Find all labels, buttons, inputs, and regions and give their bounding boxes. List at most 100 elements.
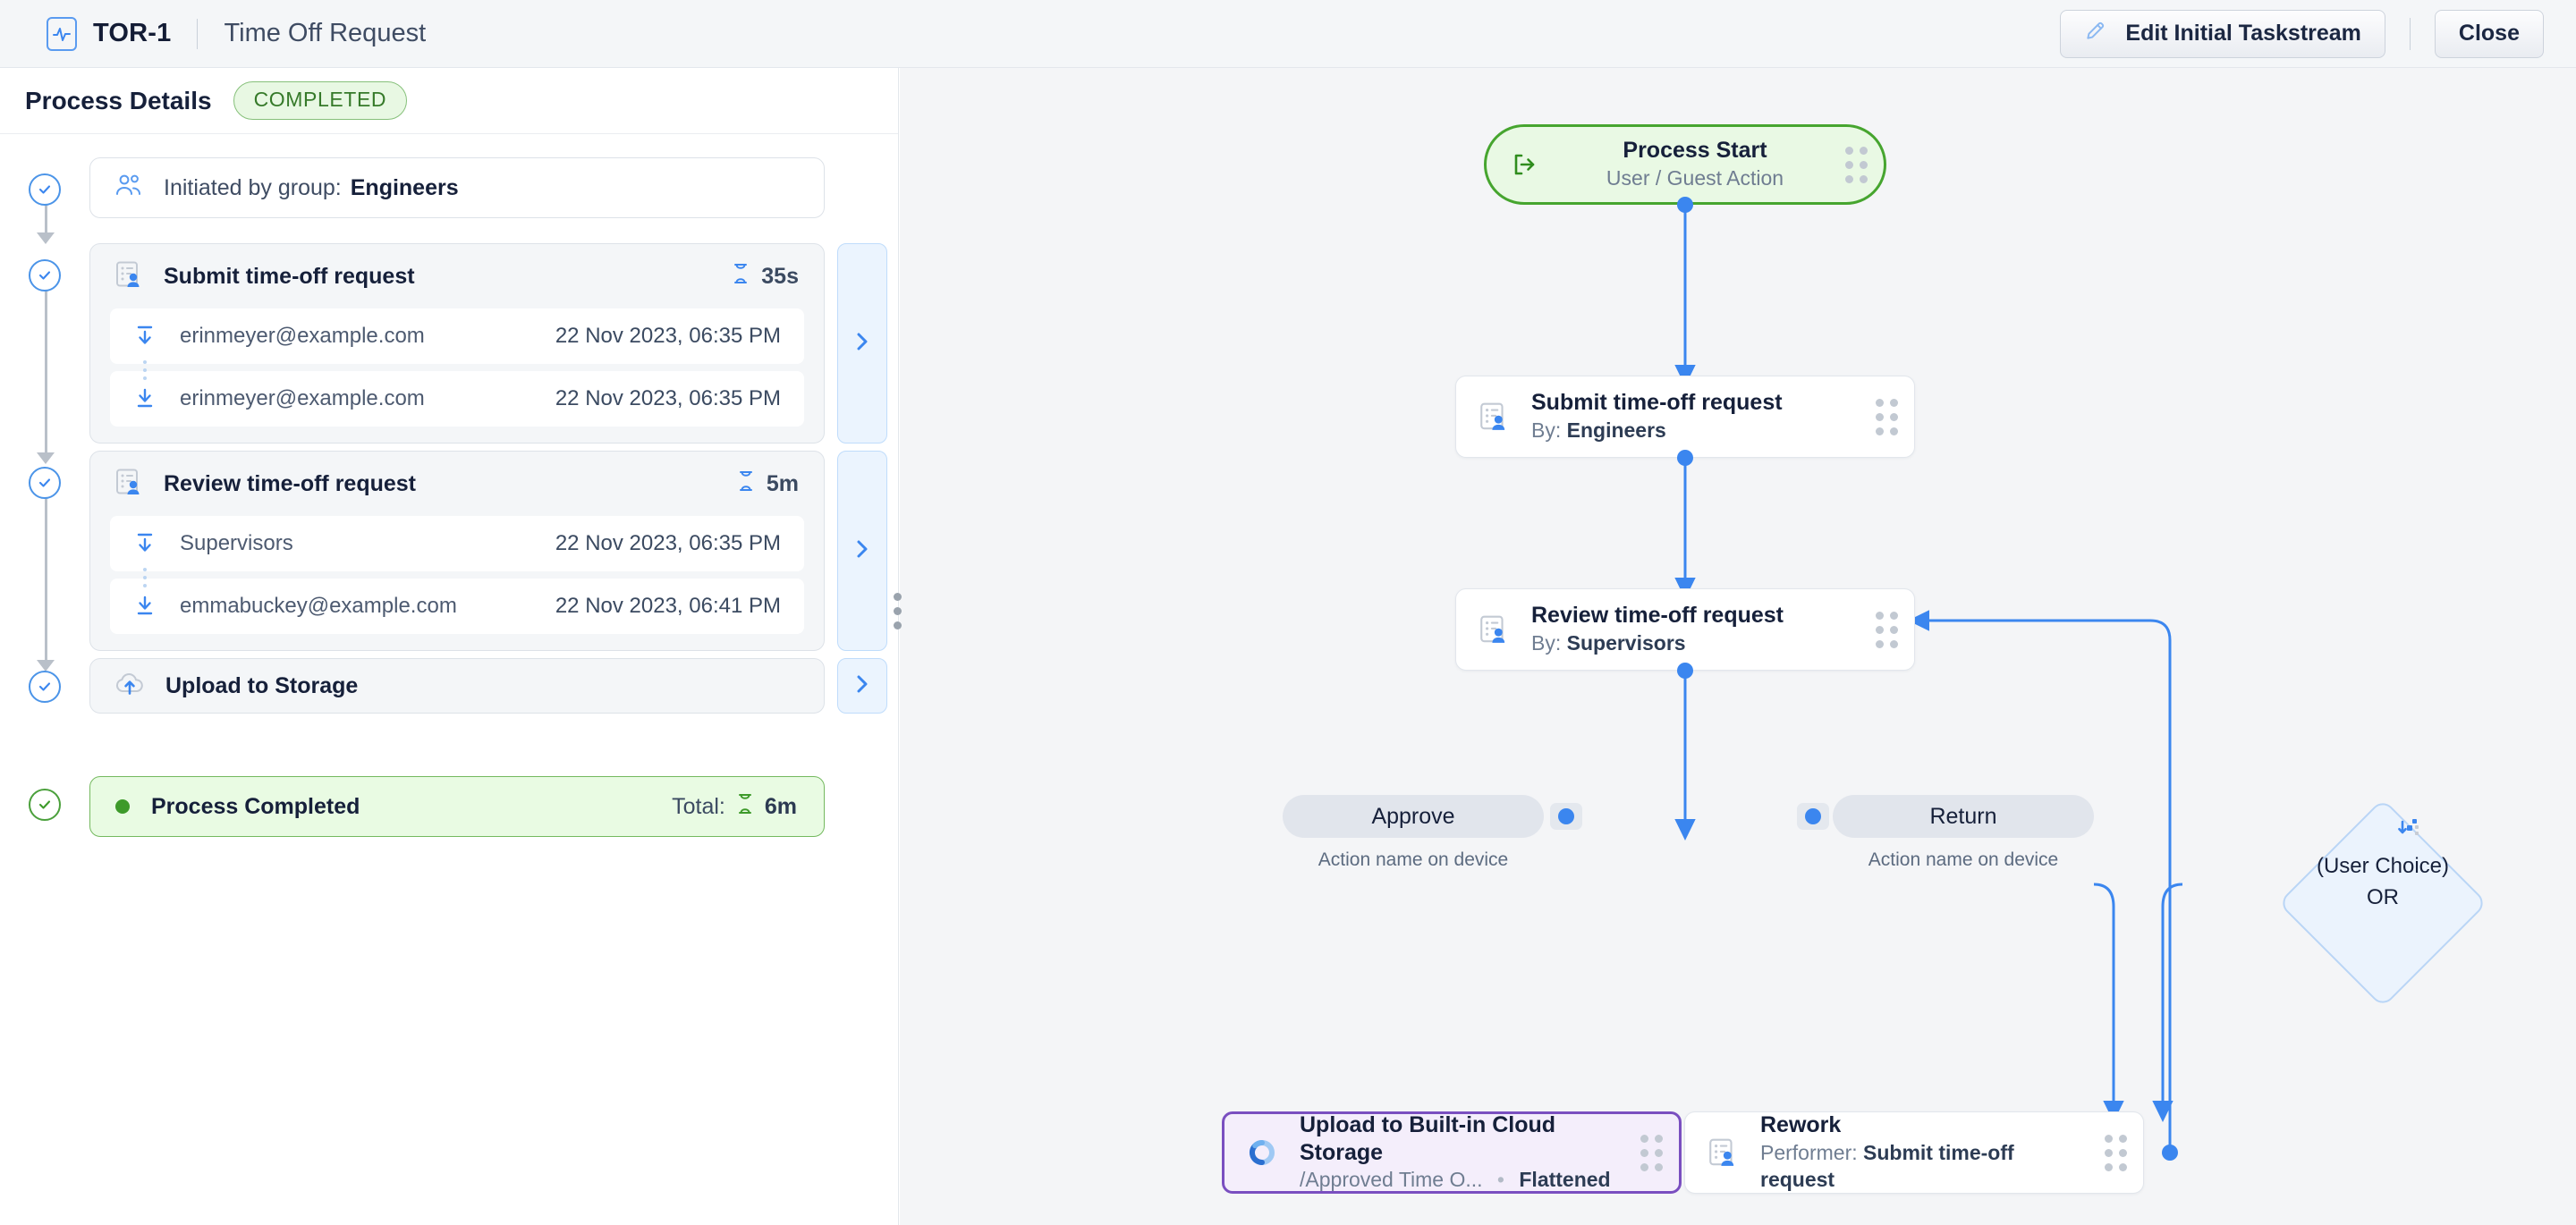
process-total-duration: Total: 6m <box>672 793 797 821</box>
process-id: TOR-1 <box>93 19 172 47</box>
branch-pill-return[interactable]: Return <box>1833 795 2094 838</box>
step-status-check-icon <box>29 259 61 291</box>
flow-node-upload-to-cloud-storage[interactable]: Upload to Built-in Cloud Storage /Approv… <box>1222 1111 1682 1194</box>
process-complete-check-icon <box>29 789 61 821</box>
initiator-group-name: Engineers <box>350 174 459 200</box>
flow-node-subtitle: By: Supervisors <box>1531 630 1859 657</box>
flow-node-title: Review time-off request <box>1531 603 1784 629</box>
assigned-in-icon <box>110 325 180 348</box>
flow-node-process-start[interactable]: Process Start User / Guest Action <box>1484 124 1886 205</box>
timeline-connector <box>45 483 47 662</box>
chevron-right-icon <box>854 672 870 701</box>
decision-line-2: OR <box>2367 884 2399 909</box>
decision-line-1: (User Choice) <box>2316 854 2450 878</box>
flow-node-subtitle: By: Engineers <box>1531 418 1859 444</box>
step-card-review[interactable]: Review time-off request 5m <box>89 451 825 651</box>
cloud-storage-ring-icon <box>1224 1135 1300 1170</box>
edge-port-review-bottom[interactable] <box>1677 663 1693 679</box>
branch-caption-return: Action name on device <box>1868 849 2059 870</box>
edit-button-label: Edit Initial Taskstream <box>2125 21 2361 46</box>
initiator-card: Initiated by group: Engineers <box>89 157 825 218</box>
subrow-actor: erinmeyer@example.com <box>180 386 425 410</box>
flow-node-sub-prefix: By: <box>1531 630 1562 655</box>
subrow-actor: Supervisors <box>180 531 293 555</box>
step-status-check-icon <box>29 467 61 499</box>
branch-port-approve[interactable] <box>1550 803 1582 830</box>
flow-node-subtitle: Performer: Submit time-off request <box>1760 1140 2088 1194</box>
step-subrow: emmabuckey@example.com 22 Nov 2023, 06:4… <box>110 579 804 634</box>
step-expand-button-upload[interactable] <box>837 658 887 714</box>
process-completed-inner: Process Completed Total: 6m <box>90 777 824 836</box>
step-expand-button-review[interactable] <box>837 451 887 651</box>
hourglass-icon <box>737 470 755 498</box>
drag-grip-icon[interactable] <box>1623 1134 1679 1171</box>
pencil-icon <box>2084 19 2107 48</box>
subrow-timestamp: 22 Nov 2023, 06:35 PM <box>555 386 781 410</box>
step-card-upload-to-storage[interactable]: Upload to Storage <box>89 658 825 714</box>
step-title: Review time-off request <box>164 470 417 496</box>
timeline-arrow <box>37 232 55 244</box>
edit-initial-taskstream-button[interactable]: Edit Initial Taskstream <box>2060 9 2385 58</box>
flow-node-rework[interactable]: Rework Performer: Submit time-off reques… <box>1684 1111 2144 1194</box>
process-flow-canvas[interactable]: Process Start User / Guest Action Submit… <box>900 68 2576 1225</box>
flow-node-subtitle: User / Guest Action <box>1606 165 1784 190</box>
hourglass-icon <box>732 263 750 291</box>
step-card-submit[interactable]: Submit time-off request 35s <box>89 243 825 444</box>
chevron-right-icon <box>854 329 870 359</box>
initiator-card-head: Initiated by group: Engineers <box>90 158 824 217</box>
branch-pill-label: Approve <box>1371 803 1455 829</box>
pane-splitter-handle[interactable] <box>877 590 918 631</box>
subrow-timestamp: 22 Nov 2023, 06:35 PM <box>555 324 781 348</box>
timeline-arrow <box>37 660 55 672</box>
activity-monitor-icon <box>47 16 77 51</box>
process-details-header: Process Details COMPLETED <box>0 68 898 134</box>
close-button-label: Close <box>2458 21 2520 46</box>
drag-handle-icon <box>893 621 902 629</box>
step-subrow: erinmeyer@example.com 22 Nov 2023, 06:35… <box>110 371 804 427</box>
branch-port-return[interactable] <box>1797 803 1829 830</box>
total-label: Total: <box>672 793 725 819</box>
branch-icon <box>2394 815 2425 850</box>
flow-node-review-time-off-request[interactable]: Review time-off request By: Supervisors <box>1455 588 1915 671</box>
timeline-row-upload: Upload to Storage <box>0 658 898 717</box>
step-card-head: Review time-off request 5m <box>90 452 824 516</box>
branch-pill-approve[interactable]: Approve <box>1283 795 1544 838</box>
step-duration-value: 35s <box>761 263 799 289</box>
step-duration: 35s <box>732 263 799 291</box>
step-status-check-icon <box>29 671 61 703</box>
process-timeline: Initiated by group: Engineers <box>0 134 898 848</box>
process-details-panel: Process Details COMPLETED <box>0 68 899 1225</box>
drag-grip-icon[interactable] <box>1859 398 1914 435</box>
flow-node-title: Rework <box>1760 1112 1842 1138</box>
step-card-head: Submit time-off request 35s <box>90 244 824 308</box>
flow-node-title: Process Start <box>1623 138 1767 164</box>
step-expand-button-submit[interactable] <box>837 243 887 444</box>
timeline-connector <box>45 275 47 454</box>
flow-node-title: Upload to Built-in Cloud Storage <box>1300 1111 1556 1166</box>
drag-grip-icon[interactable] <box>2088 1134 2143 1171</box>
drag-grip-icon[interactable] <box>1859 611 1914 648</box>
flow-node-sub-value: Engineers <box>1566 418 1666 442</box>
edge-port-start-bottom[interactable] <box>1677 197 1693 213</box>
close-button[interactable]: Close <box>2434 9 2544 58</box>
edge-port-rework-right[interactable] <box>2162 1145 2178 1161</box>
completed-out-icon <box>110 387 180 410</box>
subrow-actor: erinmeyer@example.com <box>180 324 425 348</box>
upload-mode: Flattened <box>1519 1168 1611 1192</box>
process-details-title: Process Details <box>25 86 212 114</box>
flow-node-submit-time-off-request[interactable]: Submit time-off request By: Engineers <box>1455 376 1915 458</box>
flow-node-text: Rework Performer: Submit time-off reques… <box>1760 1111 2088 1193</box>
cloud-upload-icon <box>114 671 146 702</box>
header-divider <box>197 18 199 49</box>
step-subrow: Supervisors 22 Nov 2023, 06:35 PM <box>110 516 804 571</box>
step-title: Submit time-off request <box>164 263 415 289</box>
edge-port-submit-bottom[interactable] <box>1677 450 1693 466</box>
drag-grip-icon[interactable] <box>1828 146 1884 183</box>
assigned-in-icon <box>110 532 180 555</box>
branch-caption-approve: Action name on device <box>1318 849 1509 870</box>
timeline-row-step-submit: Submit time-off request 35s <box>0 243 898 464</box>
flow-node-sub-prefix: By: <box>1531 418 1562 442</box>
status-dot-icon <box>115 799 130 814</box>
subrow-timestamp: 22 Nov 2023, 06:41 PM <box>555 594 781 618</box>
step-title: Upload to Storage <box>165 672 359 698</box>
